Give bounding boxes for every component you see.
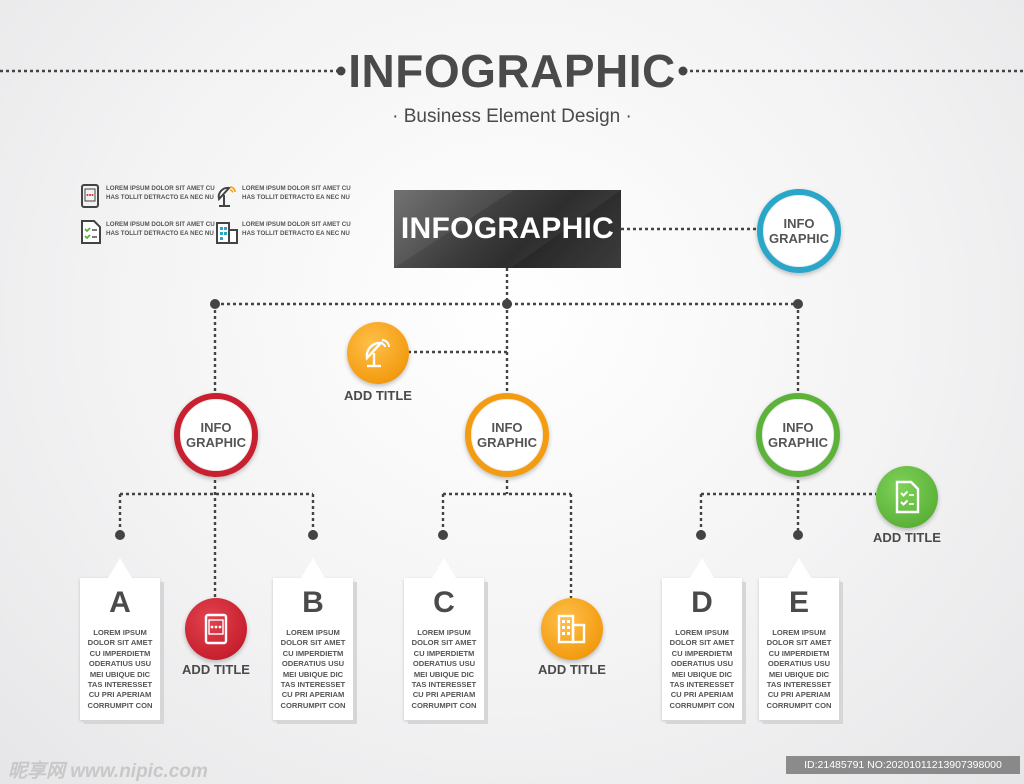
tablet-icon (204, 613, 228, 645)
satellite-callout (347, 322, 409, 384)
page-title: INFOGRAPHIC (348, 45, 676, 97)
card-letter: D (691, 586, 713, 619)
card-e: E LOREM IPSUM DOLOR SIT AMET CU IMPERDIE… (759, 558, 839, 720)
satellite-dish-icon (214, 183, 240, 209)
node-label: INFO GRAPHIC (186, 420, 246, 450)
satellite-title: ADD TITLE (344, 388, 412, 403)
building-icon (557, 614, 586, 644)
node-label: INFO GRAPHIC (768, 420, 828, 450)
page-subtitle: · Business Element Design · (392, 106, 632, 127)
checklist-title: ADD TITLE (873, 530, 941, 545)
building-callout (541, 598, 603, 660)
dotted-connectors (0, 69, 1024, 598)
checklist-icon (78, 219, 104, 245)
building-icon (214, 219, 240, 245)
tablet-callout (185, 598, 247, 660)
building-title: ADD TITLE (538, 662, 606, 677)
node-left: INFO GRAPHIC (174, 393, 258, 477)
node-center: INFO GRAPHIC (465, 393, 549, 477)
tablet-icon (78, 183, 104, 209)
node-label: INFO GRAPHIC (477, 420, 537, 450)
legend-item-satellite: LOREM IPSUM DOLOR SIT AMET CU HAS TOLLIT… (214, 183, 351, 209)
card-d: D LOREM IPSUM DOLOR SIT AMET CU IMPERDIE… (662, 558, 742, 720)
legend-text: LOREM IPSUM DOLOR SIT AMET CU HAS TOLLIT… (242, 221, 351, 237)
legend-item-tablet: LOREM IPSUM DOLOR SIT AMET CU HAS TOLLIT… (78, 183, 215, 209)
legend-item-building: LOREM IPSUM DOLOR SIT AMET CU HAS TOLLIT… (214, 219, 351, 245)
checklist-icon (895, 480, 920, 514)
satellite-dish-icon (365, 339, 390, 368)
tablet-title: ADD TITLE (182, 662, 250, 677)
infographic-banner: INFOGRAPHIC (394, 190, 621, 268)
banner-title: INFOGRAPHIC (400, 212, 615, 245)
card-letter: E (788, 586, 809, 619)
card-letter: B (302, 586, 324, 619)
node-label: INFO GRAPHIC (769, 216, 829, 246)
legend-item-checklist: LOREM IPSUM DOLOR SIT AMET CU HAS TOLLIT… (78, 219, 215, 245)
card-text: LOREM IPSUM DOLOR SIT AMET CU IMPERDIETM… (669, 628, 735, 710)
card-text: LOREM IPSUM DOLOR SIT AMET CU IMPERDIETM… (280, 628, 346, 710)
legend-text: LOREM IPSUM DOLOR SIT AMET CU HAS TOLLIT… (242, 185, 351, 201)
card-letter: A (109, 586, 131, 619)
card-text: LOREM IPSUM DOLOR SIT AMET CU IMPERDIETM… (411, 628, 477, 710)
checklist-callout (876, 466, 938, 528)
card-text: LOREM IPSUM DOLOR SIT AMET CU IMPERDIETM… (766, 628, 832, 710)
card-a: A LOREM IPSUM DOLOR SIT AMET CU IMPERDIE… (80, 558, 160, 720)
watermark-left: 昵享网 www.nipic.com (8, 761, 208, 782)
watermark-right: ID:21485791 NO:20201011213907398000 (786, 756, 1020, 774)
node-right: INFO GRAPHIC (756, 393, 840, 477)
card-letter: C (433, 586, 455, 619)
card-c: C LOREM IPSUM DOLOR SIT AMET CU IMPERDIE… (404, 558, 484, 720)
legend-text: LOREM IPSUM DOLOR SIT AMET CU HAS TOLLIT… (106, 221, 215, 237)
card-b: B LOREM IPSUM DOLOR SIT AMET CU IMPERDIE… (273, 558, 353, 720)
legend-text: LOREM IPSUM DOLOR SIT AMET CU HAS TOLLIT… (106, 185, 215, 201)
node-top-right: INFO GRAPHIC (757, 189, 841, 273)
card-text: LOREM IPSUM DOLOR SIT AMET CU IMPERDIETM… (87, 628, 153, 710)
connector-dots (115, 66, 803, 540)
